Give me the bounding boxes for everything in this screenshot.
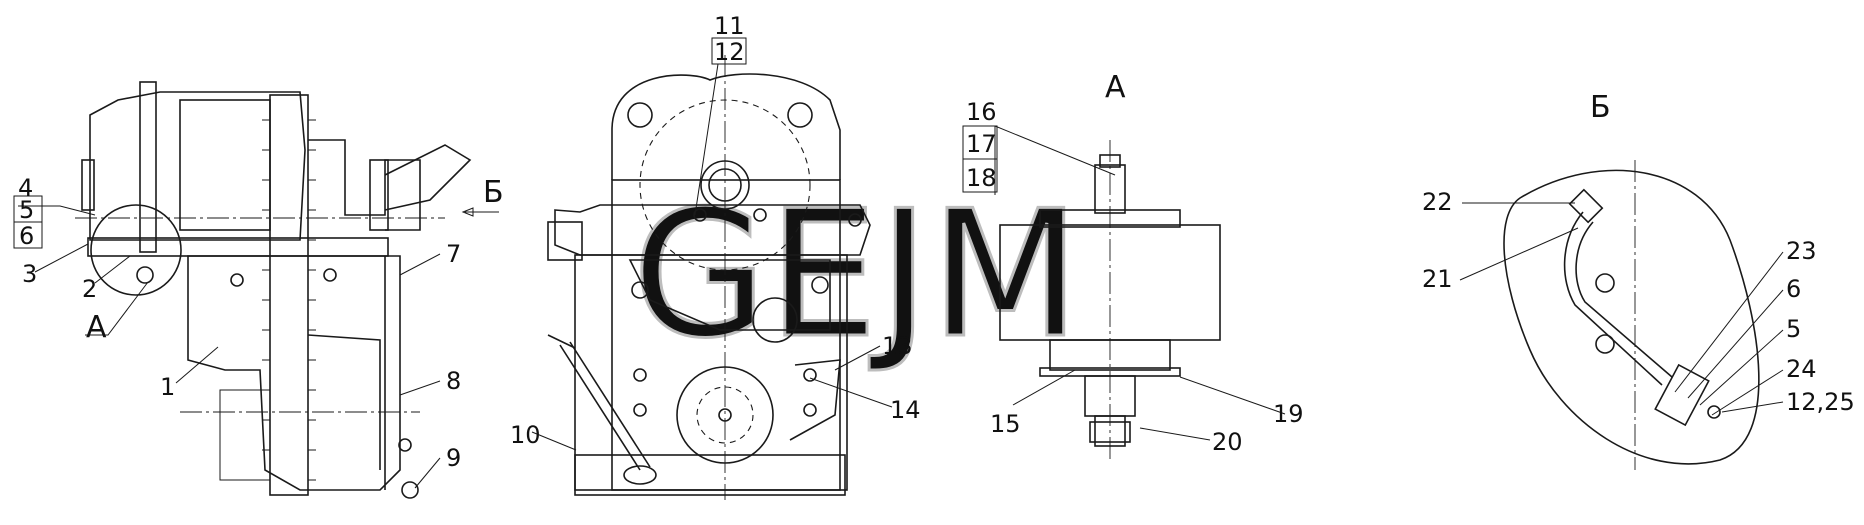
callout-12-25: 12,25 <box>1786 388 1855 416</box>
callout-12: 12 <box>714 38 745 66</box>
section-mark-a: А <box>86 310 107 345</box>
callout-2: 2 <box>82 275 97 303</box>
callout-22: 22 <box>1422 188 1453 216</box>
callout-13: 13 <box>882 332 913 360</box>
view-arrow-b: Б <box>483 175 504 210</box>
callout-8: 8 <box>446 367 461 395</box>
view-title-a: А <box>1105 70 1126 105</box>
callout-23: 23 <box>1786 237 1817 265</box>
watermark: GEJM <box>632 174 1081 377</box>
callout-21: 21 <box>1422 265 1453 293</box>
front-view <box>547 55 871 500</box>
callout-box-16-17-18 <box>962 125 998 193</box>
callout-6: 6 <box>19 222 34 250</box>
callout-9: 9 <box>446 444 461 472</box>
callout-box-11-12 <box>711 37 747 65</box>
callout-4: 4 <box>18 174 33 202</box>
detail-a-circle <box>90 204 182 296</box>
callout-5b: 5 <box>1786 315 1801 343</box>
callout-3: 3 <box>22 260 37 288</box>
view-b <box>1503 160 1760 470</box>
side-view <box>75 81 472 499</box>
callout-1: 1 <box>160 373 175 401</box>
callout-16: 16 <box>966 98 997 126</box>
callout-6b: 6 <box>1786 275 1801 303</box>
callout-15: 15 <box>990 410 1021 438</box>
callout-24: 24 <box>1786 355 1817 383</box>
callout-11: 11 <box>714 12 745 40</box>
callout-14: 14 <box>890 396 921 424</box>
callout-leaders <box>18 63 1784 489</box>
callout-18: 18 <box>966 164 997 192</box>
callout-20: 20 <box>1212 428 1243 456</box>
callout-7: 7 <box>446 240 461 268</box>
callout-10: 10 <box>510 421 541 449</box>
callout-17: 17 <box>966 130 997 158</box>
view-title-b: Б <box>1590 90 1611 125</box>
callout-5: 5 <box>19 196 34 224</box>
detail-a-view <box>999 140 1221 460</box>
callout-19: 19 <box>1273 400 1304 428</box>
callout-box-4-5-6 <box>13 195 43 249</box>
